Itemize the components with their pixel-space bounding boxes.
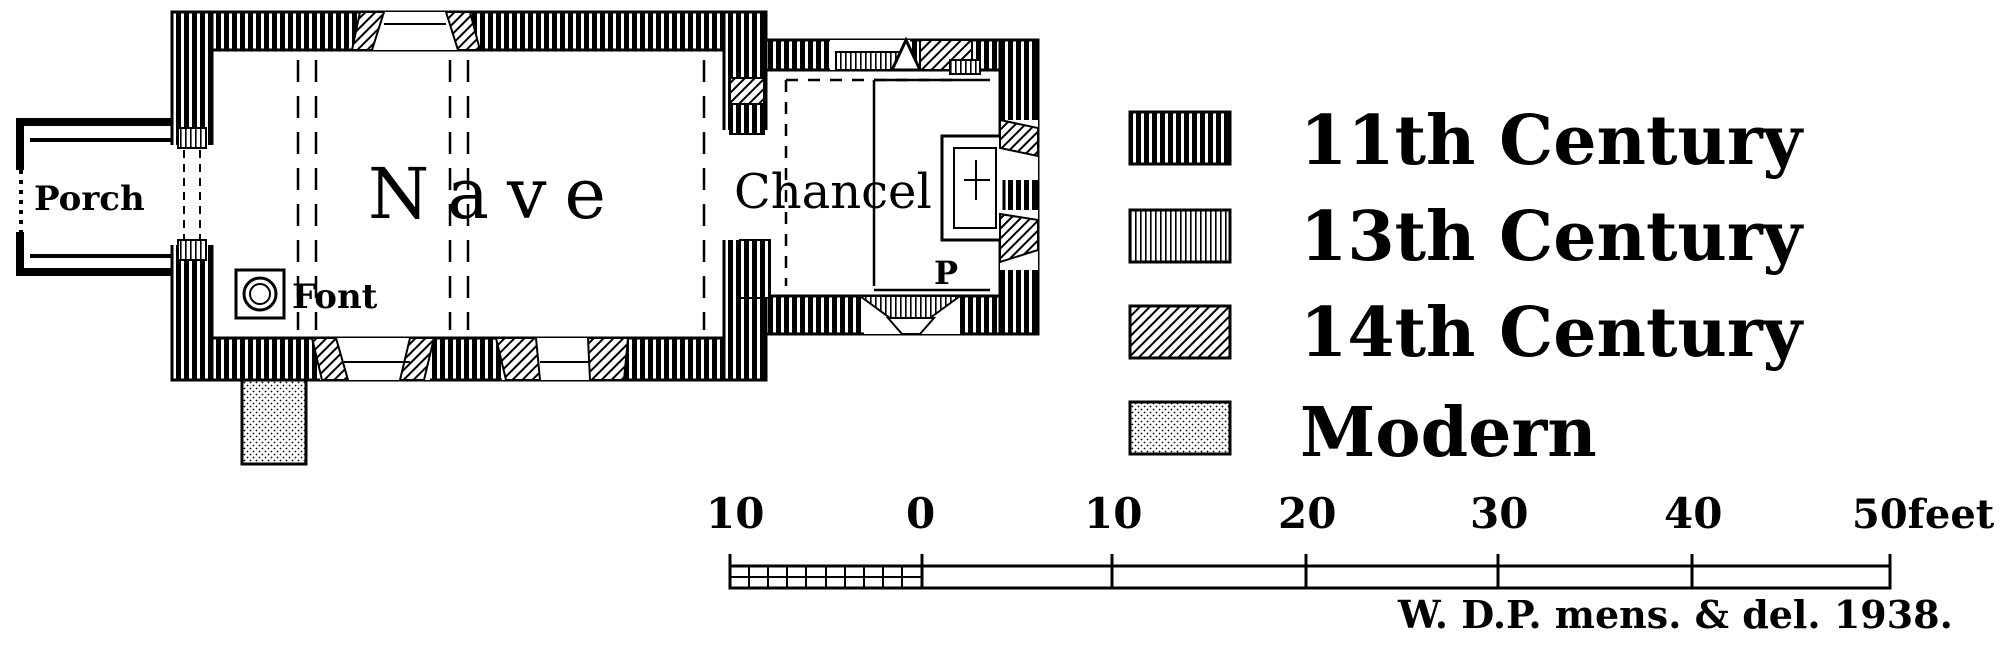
- chancel-arch: [720, 77, 774, 299]
- nave-south-windows: [310, 337, 630, 381]
- font-symbol: [234, 268, 286, 320]
- scale-tick-label: 10: [706, 489, 764, 538]
- scale-bar: 10 0 10 20 30 40 50feet: [706, 489, 1995, 590]
- scale-tick-label: 20: [1278, 489, 1336, 538]
- scale-tick-label: 50feet: [1852, 491, 1995, 538]
- legend-swatch-13th: [1128, 208, 1232, 264]
- legend-swatch-11th: [1128, 110, 1232, 166]
- scale-tick-label: 0: [906, 489, 935, 538]
- piscina-label: P: [934, 254, 958, 292]
- legend-swatch-14th: [1128, 304, 1232, 360]
- scale-tick-label: 10: [1084, 489, 1142, 538]
- nave-north-window: [350, 11, 482, 51]
- legend-label-modern: Modern: [1300, 393, 1597, 473]
- chancel-south-window: [856, 295, 964, 335]
- nave-west-doorway: [168, 127, 216, 261]
- scale-tick-label: 40: [1664, 489, 1722, 538]
- porch: [15, 118, 180, 276]
- chancel-label: Chancel: [734, 164, 932, 220]
- legend: 11th Century 13th Century 14th Century M…: [1128, 101, 1805, 473]
- font-label: Font: [292, 277, 378, 317]
- scale-tick-label: 30: [1470, 489, 1528, 538]
- credit-text: W. D.P. mens. & del. 1938.: [1397, 592, 1953, 637]
- nave-dashed-lines: [296, 60, 706, 330]
- legend-label-14th: 14th Century: [1300, 293, 1805, 373]
- chancel-east-windows: [999, 118, 1039, 270]
- chancel-interior-lines: [784, 78, 990, 292]
- modern-buttress: [240, 378, 308, 466]
- nave-label: Nave: [368, 153, 624, 235]
- porch-label: Porch: [34, 179, 145, 219]
- legend-label-13th: 13th Century: [1300, 197, 1805, 277]
- altar-area: [940, 134, 1006, 242]
- legend-label-11th: 11th Century: [1300, 101, 1805, 181]
- legend-swatch-modern: [1128, 400, 1232, 456]
- chancel-north-windows: [830, 36, 981, 75]
